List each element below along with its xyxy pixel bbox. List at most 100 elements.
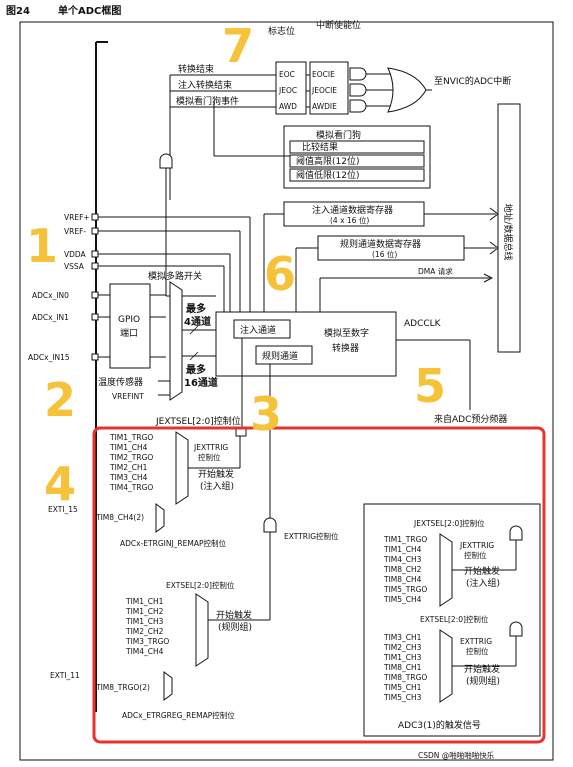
adc3-caption: ADC3(1)的触发信号	[398, 719, 481, 731]
gpio-port-box	[109, 283, 151, 369]
pin-adc-in0: ADCx_IN0	[32, 291, 69, 300]
adc3-inj-src-2: TIM4_CH3	[383, 555, 422, 564]
inj-src-0: TIM1_TRGO	[109, 433, 153, 442]
address-data-bus	[497, 103, 521, 353]
adc3-inj-src-4: TIM8_CH4	[383, 575, 422, 584]
signal-awd: 模拟看门狗事件	[176, 95, 239, 107]
regular-data-register	[317, 235, 465, 261]
inj-start-trigger: 开始触发	[198, 468, 234, 480]
dma-request-label: DMA 请求	[418, 266, 453, 276]
adc3-inj-start: 开始触发	[464, 565, 500, 577]
annotation-6: 6	[264, 247, 296, 301]
reg-src-2: TIM1_CH3	[125, 617, 164, 626]
adc3-inj-src-0: TIM1_TRGO	[383, 535, 427, 544]
adc3-jexttrig-2: 控制位	[464, 550, 487, 560]
mux-reg-max: 最多	[186, 363, 206, 376]
adc3-reg-src-5: TIM5_CH1	[383, 683, 422, 692]
prescaler-label: 来自ADC预分频器	[434, 413, 507, 425]
flag-header: 标志位	[268, 25, 295, 37]
adc3-reg-src-3: TIM8_CH1	[383, 663, 422, 672]
pin-vdda: VDDA	[64, 250, 87, 259]
jextsel-label: JEXTSEL[2:0]控制位	[155, 415, 241, 427]
extsel-label: EXTSEL[2:0]控制位	[166, 580, 235, 590]
mux-reg-count: 16通道	[184, 376, 218, 389]
adc3-jextsel-label: JEXTSEL[2:0]控制位	[413, 518, 485, 528]
watchdog-high: 阈值高限(12位)	[296, 155, 359, 167]
adc3-inj-src-5: TIM5_TRGO	[383, 585, 427, 594]
mux-inj-max: 最多	[186, 302, 206, 315]
figure-title: 单个ADC框图	[58, 4, 121, 17]
annotation-5: 5	[414, 359, 446, 413]
tim8-ch4-label: TIM8_CH4(2)	[95, 513, 144, 522]
jexttrig-label-1: JEXTTRIG	[193, 443, 228, 452]
converter-line1: 模拟至数字	[324, 327, 369, 339]
inj-src-2: TIM2_TRGO	[109, 453, 153, 462]
regular-register-size: (16 位)	[372, 249, 397, 259]
reg-trigger-mux	[195, 593, 209, 667]
reg-src-5: TIM4_CH4	[125, 647, 164, 656]
inj-trigger-mux	[175, 431, 189, 505]
inj-src-4: TIM3_CH4	[109, 473, 148, 482]
flag-awd: AWD	[279, 102, 297, 111]
vrefint-label: VREFINT	[112, 392, 144, 401]
inj-src-1: TIM1_CH4	[109, 443, 148, 452]
pin-vref-plus: VREF+	[64, 213, 90, 222]
adc3-reg-src-2: TIM1_CH3	[383, 653, 422, 662]
pin-adc-in15: ADCx_IN15	[28, 353, 70, 362]
reg-start-group: (规则组)	[218, 621, 252, 633]
adc3-exttrig-2: 控制位	[466, 646, 489, 656]
annotation-7: 7	[222, 19, 254, 73]
bus-label: 地址/数据总线	[502, 203, 514, 260]
reg-remap-label: ADCx_ETRGREG_REMAP控制位	[122, 710, 235, 720]
enable-header: 中断使能位	[316, 19, 361, 31]
pin-vref-minus: VREF-	[64, 227, 86, 236]
adc3-reg-src-0: TIM3_CH1	[383, 633, 422, 642]
gpio-label: GPIO	[118, 315, 140, 325]
or-gate-icon	[387, 67, 427, 113]
nvic-label: 至NVIC的ADC中断	[434, 75, 511, 87]
pin-vssa: VSSA	[64, 262, 85, 271]
converter-line2: 转换器	[332, 342, 359, 354]
annotation-4: 4	[44, 457, 76, 511]
watchdog-low: 阈值低限(12位)	[296, 169, 359, 181]
exttrig-label: EXTTRIG控制位	[284, 531, 339, 541]
injected-register-size: (4 x 16 位)	[330, 215, 369, 225]
adc3-reg-src-1: TIM2_CH3	[383, 643, 422, 652]
inj-remap-label: ADCx-ETRGINJ_REMAP控制位	[120, 538, 226, 548]
signal-jeoc: 注入转换结束	[178, 79, 232, 91]
adc3-jexttrig-1: JEXTTRIG	[459, 541, 494, 550]
annotation-2: 2	[44, 373, 76, 427]
reg-src-0: TIM1_CH1	[125, 597, 164, 606]
inj-start-group: (注入组)	[200, 480, 234, 492]
reg-start-trigger: 开始触发	[216, 609, 252, 621]
annotation-1: 1	[26, 219, 58, 273]
adc3-inj-src-3: TIM8_CH2	[383, 565, 422, 574]
figure-label: 图24	[6, 5, 30, 17]
analog-mux	[169, 281, 183, 401]
exti15-label: EXTI_15	[48, 505, 78, 514]
watermark: CSDN @啪啪啪啪快乐	[418, 750, 495, 760]
jexttrig-label-2: 控制位	[198, 452, 221, 462]
regular-channel-label: 规则通道	[262, 350, 298, 362]
adc3-inj-src-6: TIM5_CH4	[383, 595, 422, 604]
temp-sensor-label: 温度传感器	[98, 376, 143, 388]
mux-title: 模拟多路开关	[148, 270, 202, 282]
exti11-label: EXTI_11	[50, 671, 80, 680]
regular-channel-box	[255, 345, 313, 365]
pin-adc-in1: ADCx_IN1	[32, 313, 69, 322]
adc3-reg-src-4: TIM8_TRGO	[383, 673, 427, 682]
adc3-reg-start: 开始触发	[464, 663, 500, 675]
adc3-inj-group: (注入组)	[466, 577, 500, 589]
signal-eoc: 转换结束	[178, 63, 214, 75]
trigger-highlight-box	[92, 426, 546, 744]
injected-channel-box	[233, 319, 291, 339]
reg-src-3: TIM2_CH2	[125, 627, 164, 636]
watchdog-title: 模拟看门狗	[316, 129, 361, 141]
injected-register-label: 注入通道数据寄存器	[312, 204, 393, 216]
regular-register-label: 规则通道数据寄存器	[340, 238, 421, 250]
adc3-extsel-label: EXTSEL[2:0]控制位	[420, 614, 489, 624]
annotation-3: 3	[250, 387, 282, 441]
enable-awdie: AWDIE	[312, 102, 337, 111]
injected-channel-label: 注入通道	[240, 324, 276, 336]
